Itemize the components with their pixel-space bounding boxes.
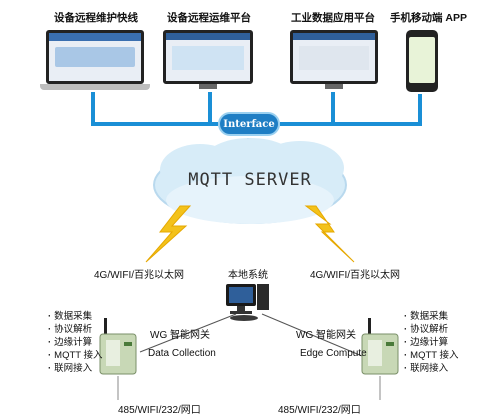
link-right-gateway xyxy=(261,313,363,357)
lightning-left-icon xyxy=(145,205,192,263)
feature-item: 联网接入 xyxy=(48,362,103,375)
client-label-mobile-app: 手机移动端 APP xyxy=(390,12,468,24)
gateway-left-caption: Data Collection xyxy=(148,348,216,359)
monitor-data-icon xyxy=(290,30,378,92)
gateway-right-features: 数据采集 协议解析 边缘计算 MQTT 接入 联网接入 xyxy=(404,310,459,375)
feature-item: MQTT 接入 xyxy=(404,349,458,362)
network-label-right: 4G/WIFI/百兆以太网 xyxy=(310,270,400,281)
interface-badge: Interface xyxy=(218,112,280,136)
gateway-right-device-icon xyxy=(361,318,399,375)
desktop-computer-icon xyxy=(226,284,269,321)
gateway-right-port: 485/WIFI/232/网口 xyxy=(278,405,361,416)
feature-item: 数据采集 xyxy=(404,310,459,323)
interface-label: Interface xyxy=(223,118,275,130)
gateway-left-port: 485/WIFI/232/网口 xyxy=(118,405,201,416)
network-label-left: 4G/WIFI/百兆以太网 xyxy=(94,270,184,281)
gateway-right-name: WG 智能网关 xyxy=(296,330,356,341)
gateway-right-caption: Edge Compute xyxy=(300,348,367,359)
feature-item: 边缘计算 xyxy=(48,336,103,349)
gateway-left-features: 数据采集 协议解析 边缘计算 MQTT 接入 联网接入 xyxy=(48,310,103,375)
phone-icon xyxy=(406,30,438,92)
lightning-right-icon xyxy=(304,205,355,263)
client-label-industrial-data: 工业数据应用平台 xyxy=(291,12,375,24)
gateway-left-name: WG 智能网关 xyxy=(150,330,210,341)
mqtt-server-label: MQTT SERVER xyxy=(188,170,312,190)
feature-item: 联网接入 xyxy=(404,362,459,375)
feature-item: 协议解析 xyxy=(48,323,103,336)
feature-item: MQTT 接入 xyxy=(48,349,102,362)
client-label-remote-ops: 设备远程运维平台 xyxy=(167,12,251,24)
cloud-shape xyxy=(153,138,347,224)
laptop-icon xyxy=(40,30,150,90)
feature-item: 边缘计算 xyxy=(404,336,459,349)
monitor-ops-icon xyxy=(163,30,253,92)
local-system-label: 本地系统 xyxy=(228,270,268,281)
feature-item: 数据采集 xyxy=(48,310,103,323)
client-bus-line xyxy=(91,92,422,126)
gateway-left-device-icon xyxy=(99,318,137,375)
client-label-remote-maintenance: 设备远程维护快线 xyxy=(54,12,138,24)
link-left-gateway xyxy=(139,313,237,353)
feature-item: 协议解析 xyxy=(404,323,459,336)
